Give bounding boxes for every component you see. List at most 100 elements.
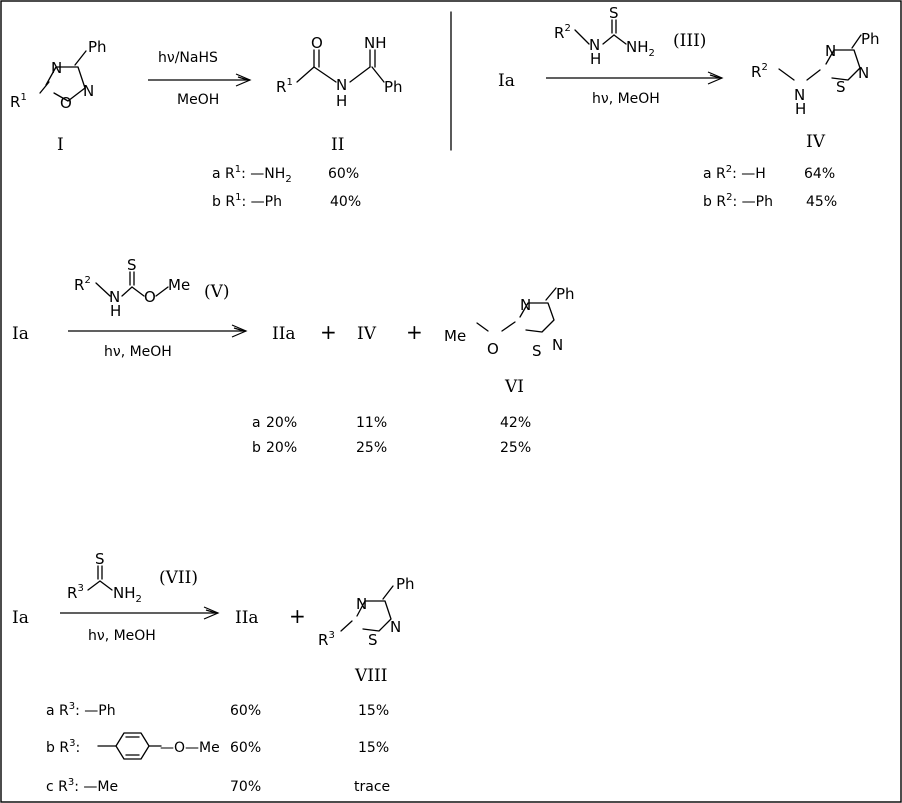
n-atom: N (83, 82, 94, 100)
row-b-IV: 25% (356, 440, 387, 456)
label-IIa: IIa (235, 608, 259, 628)
me-label: Me (444, 327, 466, 345)
bond (501, 321, 516, 332)
bond (87, 580, 101, 591)
reagent-hv-nahs: hν/NaHS (158, 50, 218, 66)
bond (476, 322, 489, 332)
bond (602, 34, 615, 45)
bond (349, 66, 371, 83)
label-VIII: VIII (354, 666, 387, 686)
ph-label: Ph (861, 30, 880, 48)
condition-hv-meoh: hν, MeOH (592, 91, 660, 107)
bond (574, 29, 590, 45)
row-a-label: a R3: —Ph (46, 701, 116, 719)
ph-label: Ph (396, 575, 415, 593)
n-atom: N (825, 42, 836, 60)
nh2-label: NH2 (626, 38, 655, 59)
n-atom: N (336, 76, 347, 94)
row-b-yield: 40% (330, 194, 361, 210)
row-b-VIII: 15% (358, 740, 389, 756)
plus-sign: + (289, 604, 306, 628)
bond (313, 66, 337, 83)
me-label: Me (168, 276, 190, 294)
row-a-VI: 42% (500, 415, 531, 431)
row-c-label: c R3: —Me (46, 777, 118, 795)
ph-label: Ph (88, 38, 107, 56)
bond-ph (851, 34, 862, 49)
r1-label: R1 (10, 92, 27, 111)
compound-IV: Ph N N S N H R2 IV (751, 30, 880, 152)
row-a-VIII: 15% (358, 703, 389, 719)
bond (155, 286, 169, 297)
row-a-label: a R1: —NH2 (212, 164, 292, 185)
compound-VI: Ph N N S O Me VI (444, 285, 575, 397)
yield-table-2: a R2: —H 64% b R2: —Ph 45% (703, 164, 837, 210)
label-Ia: Ia (498, 71, 515, 91)
bond (778, 68, 795, 81)
solvent-meoh: MeOH (177, 92, 219, 108)
bond (95, 282, 111, 297)
row-b-label: b R3: (46, 738, 80, 756)
label-IV: IV (806, 132, 826, 152)
label-II: II (331, 135, 344, 155)
label-IV: IV (357, 324, 377, 344)
compound-II: O NH N H Ph R1 II (276, 34, 403, 155)
row-a-IV: 11% (356, 415, 387, 431)
n-atom: N (356, 595, 367, 613)
row-b-label: b R2: —Ph (703, 192, 773, 210)
r2-label: R2 (554, 23, 571, 42)
label-III: (III) (673, 31, 706, 51)
thiadiazole-ring-VIII (356, 600, 392, 632)
s-atom: S (368, 631, 378, 649)
row-c-IIa: 70% (230, 779, 261, 795)
row-a-yield: 64% (804, 166, 835, 182)
reagent-III: S R2 N H NH2 (III) (554, 4, 706, 68)
ph-label: Ph (556, 285, 575, 303)
arrow-3: hν, MeOH (68, 324, 248, 360)
n-atom: N (520, 296, 531, 314)
condition-hv-meoh: hν, MeOH (88, 628, 156, 644)
row-a-IIa: 20% (266, 415, 297, 431)
p-methoxyphenyl-group: —O—Me (97, 732, 220, 760)
o-atom: O (60, 94, 72, 112)
thiadiazole-ring-VI (519, 302, 555, 333)
o-atom: O (487, 340, 499, 358)
h-atom: H (795, 100, 806, 118)
yield-table-4: a R3: —Ph 60% 15% b R3: —O—Me 60% 15% c … (46, 701, 390, 795)
arrow-2: hν, MeOH (546, 71, 724, 107)
n-atom: N (552, 336, 563, 354)
nh-atom: NH (364, 34, 387, 52)
reagent-VII: S R3 NH2 (VII) (67, 550, 198, 605)
n-atom: N (794, 86, 805, 104)
row-b-yield: 45% (806, 194, 837, 210)
row-c-VIII: trace (354, 779, 390, 795)
yield-table-3: a 20% 11% 42% b 20% 25% 25% (252, 415, 531, 456)
bond (371, 66, 385, 83)
label-VII: (VII) (159, 568, 198, 588)
reagent-V: S R2 N H O Me (V) (74, 256, 230, 320)
row-b-IIa: 60% (230, 740, 261, 756)
row-a-yield: 60% (328, 166, 359, 182)
r2-label: R2 (751, 62, 768, 81)
row-b-IIa: 20% (266, 440, 297, 456)
row-b-label: b R1: —Ph (212, 192, 282, 210)
row-b-label: b (252, 440, 261, 456)
condition-hv-meoh: hν, MeOH (104, 344, 172, 360)
row-b-VI: 25% (500, 440, 531, 456)
bond-ph (545, 287, 557, 301)
h-atom: H (590, 50, 601, 68)
label-Ia: Ia (12, 608, 29, 628)
n-atom: N (589, 36, 600, 54)
row-a-label: a (252, 415, 261, 431)
bond (99, 580, 113, 591)
label-VI: VI (504, 377, 524, 397)
oxadiazole-ring-I (45, 66, 86, 102)
n-atom: N (109, 288, 120, 306)
row-a-IIa: 60% (230, 703, 261, 719)
label-V: (V) (204, 282, 230, 302)
h-atom: H (336, 92, 347, 110)
arrow-1: hν/NaHS MeOH (148, 50, 252, 108)
r3-label: R3 (67, 583, 84, 602)
